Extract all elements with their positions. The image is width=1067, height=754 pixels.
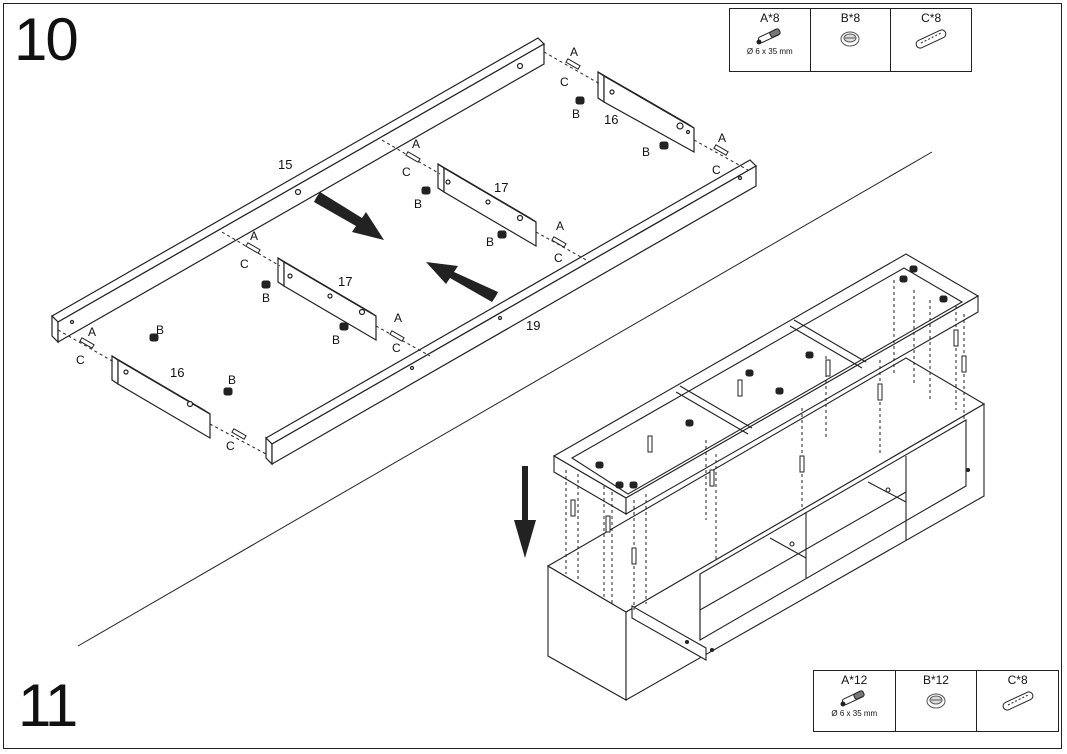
dowel-pin-icon <box>756 28 781 45</box>
letter-b: B <box>414 197 422 211</box>
step-number-10: 10 <box>14 6 79 73</box>
board-17-upper <box>437 162 537 248</box>
board-15-label: 15 <box>278 157 292 172</box>
board-17-upper-label: 17 <box>494 180 508 195</box>
part-c-cell: C*8 <box>976 670 1059 732</box>
letter-c: C <box>76 353 85 367</box>
upper-frame <box>552 253 980 515</box>
step10-frame-assembly <box>51 37 757 466</box>
board-16-left-label: 16 <box>170 365 184 380</box>
step10-arrows <box>314 192 498 302</box>
wood-dowel-icon <box>915 29 947 49</box>
arrow-push-down-icon <box>314 192 384 240</box>
letter-c: C <box>392 341 401 355</box>
lower-carcass <box>546 357 986 701</box>
cam-lock-icon <box>840 31 860 47</box>
letter-a: A <box>556 219 564 233</box>
part-b-cell: B*12 <box>894 670 978 732</box>
letter-a: A <box>570 45 578 59</box>
step10-hardware <box>79 58 729 440</box>
part-c-label: C*8 <box>921 11 942 25</box>
letter-c: C <box>402 165 411 179</box>
letter-b: B <box>572 107 580 121</box>
letter-c: C <box>712 163 721 177</box>
arrow-down-icon <box>514 466 536 558</box>
board-17-lower <box>277 256 377 342</box>
cam-lock-icon <box>926 693 946 709</box>
letter-a: A <box>412 137 420 151</box>
part-b-label: B*8 <box>840 11 861 25</box>
board-17-lower-label: 17 <box>338 274 352 289</box>
letter-a: A <box>394 311 402 325</box>
part-a-dimension: Ø 6 x 35 mm <box>831 709 878 718</box>
board-16-left <box>111 354 211 440</box>
parts-table-step11: A*12 Ø 6 x 35 mm B*12 C*8 <box>813 670 1059 732</box>
board-16-right <box>597 70 695 154</box>
letter-b: B <box>486 235 494 249</box>
board-19-label: 19 <box>526 318 540 333</box>
letter-b: B <box>642 145 650 159</box>
parts-table-step10: A*8 Ø 6 x 35 mm B*8 C*8 <box>729 8 972 72</box>
board-19 <box>265 159 757 466</box>
letter-c: C <box>554 251 563 265</box>
part-a-cell: A*12 Ø 6 x 35 mm <box>813 670 896 732</box>
letter-b: B <box>228 373 236 387</box>
step-divider <box>77 151 933 647</box>
part-c-cell: C*8 <box>890 8 972 72</box>
board-16-right-label: 16 <box>604 112 618 127</box>
dowel-pin-icon <box>840 690 865 707</box>
part-c-label: C*8 <box>1007 673 1028 687</box>
letter-b: B <box>332 333 340 347</box>
letter-b: B <box>156 323 164 337</box>
letter-c: C <box>240 257 249 271</box>
arrow-push-up-icon <box>426 262 498 302</box>
part-a-label: A*8 <box>760 11 780 25</box>
step11-hardware <box>570 265 967 565</box>
letter-c: C <box>226 439 235 453</box>
letter-b: B <box>262 291 270 305</box>
wood-dowel-icon <box>1002 691 1034 711</box>
part-b-label: B*12 <box>922 673 949 687</box>
part-b-cell: B*8 <box>809 8 892 72</box>
part-a-label: A*12 <box>841 673 868 687</box>
letter-c: C <box>560 75 569 89</box>
step11-cabinet <box>546 253 986 701</box>
letter-a: A <box>250 229 258 243</box>
part-a-dimension: Ø 6 x 35 mm <box>746 47 793 56</box>
letter-a: A <box>88 325 96 339</box>
board-15 <box>51 37 545 344</box>
part-a-cell: A*8 Ø 6 x 35 mm <box>729 8 811 72</box>
step-number-11: 11 <box>18 672 78 739</box>
page-frame <box>3 3 1062 749</box>
letter-a: A <box>718 131 726 145</box>
